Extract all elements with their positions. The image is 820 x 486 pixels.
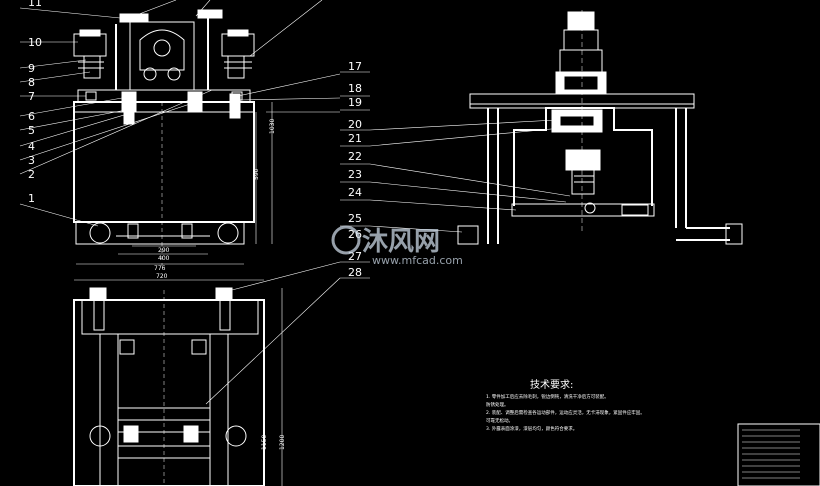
right-view — [457, 10, 743, 245]
dim-side-height-a: 1200 — [279, 435, 286, 450]
dim-front-height: 590 — [253, 168, 260, 180]
callout-17: 17 — [348, 60, 362, 73]
callout-20: 20 — [348, 118, 362, 131]
tech-note-2b: 可靠无松动。 — [486, 417, 513, 424]
tech-note-3: 3. 外露表面涂漆，漆层均匀，颜色符合要求。 — [486, 425, 577, 432]
right-callout-labels: 17 18 19 20 21 22 23 24 25 26 27 28 — [348, 60, 362, 279]
callout-19: 19 — [348, 96, 362, 109]
callout-1: 1 — [28, 192, 35, 205]
dim-front-outer: 776 — [154, 265, 166, 272]
dim-side-width: 720 — [156, 273, 168, 280]
callout-6: 6 — [28, 110, 35, 123]
tech-requirements-title: 技术要求: — [530, 378, 573, 391]
dimension-labels: 290 400 776 590 1030 720 1150 1200 — [154, 119, 286, 450]
dim-front-inner: 400 — [158, 255, 170, 262]
callout-23: 23 — [348, 168, 362, 181]
callout-8: 8 — [28, 76, 35, 89]
callout-4: 4 — [28, 140, 35, 153]
left-leaders — [19, 0, 323, 227]
left-callout-labels: 11 10 9 8 7 6 5 4 3 2 1 — [28, 0, 42, 205]
callout-9: 9 — [28, 62, 35, 75]
callout-11: 11 — [28, 0, 42, 9]
callout-7: 7 — [28, 90, 35, 103]
side-view — [73, 279, 283, 486]
title-block — [737, 423, 820, 486]
callout-5: 5 — [28, 124, 35, 137]
callout-10: 10 — [28, 36, 42, 49]
callout-18: 18 — [348, 82, 362, 95]
callout-28: 28 — [348, 266, 362, 279]
tech-note-2: 2. 装配、调整后需检查各运动部件，运动应灵活，无卡滞现象，紧固件应牢固。 — [486, 409, 645, 416]
callout-2: 2 — [28, 168, 35, 181]
watermark-brand: 沐风网 — [362, 227, 440, 257]
dim-front-mid: 290 — [158, 247, 170, 254]
dim-front-height-top: 1030 — [269, 119, 276, 134]
watermark-url: www.mfcad.com — [372, 254, 463, 267]
callout-3: 3 — [28, 154, 35, 167]
tech-note-1: 1. 零件加工后应去除毛刺，锐边倒钝，清洗干净后方可装配。 — [486, 393, 609, 400]
tech-requirements: 技术要求: 1. 零件加工后应去除毛刺，锐边倒钝，清洗干净后方可装配。 防锈处理… — [486, 378, 645, 432]
tech-note-1b: 防锈处理。 — [486, 401, 509, 408]
callout-25: 25 — [348, 212, 362, 225]
watermark: 沐风网 www.mfcad.com — [331, 225, 463, 267]
callout-24: 24 — [348, 186, 362, 199]
callout-22: 22 — [348, 150, 362, 163]
callout-21: 21 — [348, 132, 362, 145]
dim-side-height-b: 1150 — [261, 435, 268, 450]
front-view — [73, 9, 273, 266]
